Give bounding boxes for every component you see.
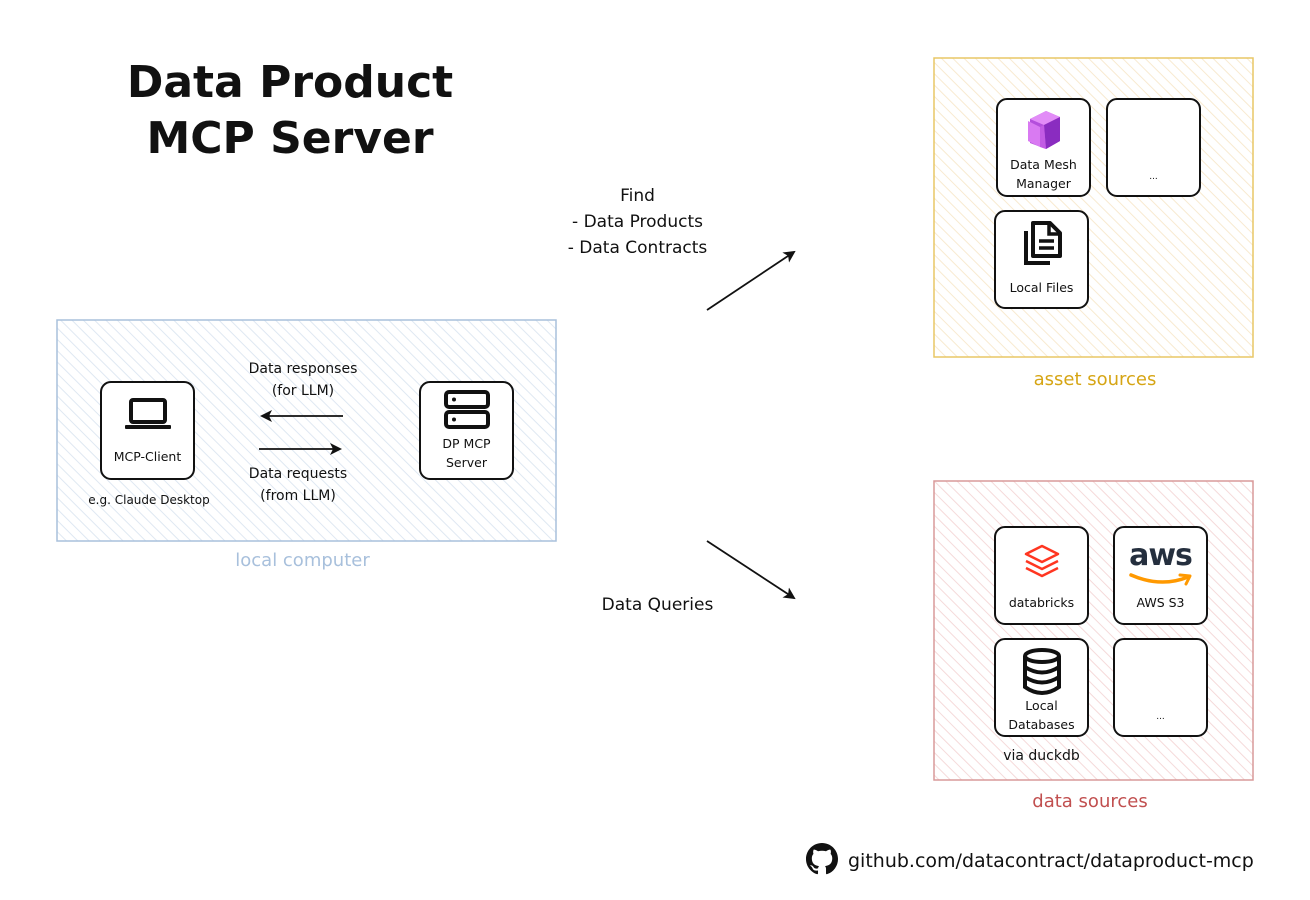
asset-card-more: ... xyxy=(1106,98,1201,197)
find-label-line-2: - Data Products xyxy=(572,212,703,232)
data-card-aws-s3: aws AWS S3 xyxy=(1113,526,1208,625)
data-mesh-manager-label: Data Mesh Manager xyxy=(998,155,1089,193)
asset-sources-caption: asset sources xyxy=(1033,369,1157,390)
data-card-local-databases: Local Databases xyxy=(994,638,1089,737)
data-mesh-manager-logo xyxy=(998,108,1089,154)
queries-label: Data Queries xyxy=(601,595,714,615)
aws-logo: aws xyxy=(1115,538,1206,588)
requests-label-line-2: (from LLM) xyxy=(260,488,336,504)
asset-sources-box xyxy=(933,57,1254,358)
local-databases-label: Local Databases xyxy=(996,696,1087,734)
laptop-icon xyxy=(102,389,193,439)
via-duckdb-note: via duckdb xyxy=(1003,748,1080,764)
dp-mcp-server-label-line-2: Server xyxy=(446,455,487,470)
file-copy-icon xyxy=(996,219,1087,269)
aws-s3-label: AWS S3 xyxy=(1136,595,1185,610)
asset-card-data-mesh-manager: Data Mesh Manager xyxy=(996,98,1091,197)
find-label: Find - Data Products - Data Contracts xyxy=(540,183,735,261)
mcp-client-note: e.g. Claude Desktop xyxy=(88,493,210,507)
data-mesh-manager-label-line-2: Manager xyxy=(1016,176,1071,191)
data-mesh-manager-label-line-1: Data Mesh xyxy=(1010,157,1077,172)
diagram-title: Data Product MCP Server xyxy=(120,55,460,167)
title-line-2: MCP Server xyxy=(146,113,434,164)
mcp-client-label: MCP-Client xyxy=(113,449,182,464)
asset-card-local-files: Local Files xyxy=(994,210,1089,309)
find-label-line-1: Find xyxy=(620,186,655,206)
data-card-databricks: databricks xyxy=(994,526,1089,625)
dp-mcp-server-label: DP MCP Server xyxy=(421,434,512,472)
databricks-label: databricks xyxy=(1008,595,1075,610)
local-databases-label-line-1: Local xyxy=(1025,698,1058,713)
local-databases-label-line-2: Databases xyxy=(1008,717,1075,732)
mcp-client-card: MCP-Client xyxy=(100,381,195,480)
data-sources-box xyxy=(933,480,1254,781)
find-arrow xyxy=(706,250,796,311)
dp-mcp-server-label-line-1: DP MCP xyxy=(442,436,491,451)
data-sources-caption: data sources xyxy=(1032,791,1148,812)
queries-arrow xyxy=(706,540,796,600)
responses-label-line-1: Data responses xyxy=(248,361,358,377)
local-files-label: Local Files xyxy=(1009,280,1074,295)
requests-label: Data requests (from LLM) xyxy=(223,463,373,507)
database-icon xyxy=(996,647,1087,697)
databricks-logo xyxy=(996,540,1087,584)
asset-more-label: ... xyxy=(1149,172,1158,182)
responses-label: Data responses (for LLM) xyxy=(228,358,378,402)
github-footer[interactable]: github.com/datacontract/dataproduct-mcp xyxy=(806,842,1254,880)
requests-label-line-1: Data requests xyxy=(248,466,348,482)
dp-mcp-server-card: DP MCP Server xyxy=(419,381,514,480)
find-label-line-3: - Data Contracts xyxy=(567,238,708,258)
github-icon xyxy=(806,842,838,880)
data-more-label: ... xyxy=(1156,712,1165,722)
responses-label-line-2: (for LLM) xyxy=(271,383,335,399)
server-icon xyxy=(421,388,512,432)
title-line-1: Data Product xyxy=(126,57,454,108)
local-computer-caption: local computer xyxy=(235,550,370,571)
data-card-more: ... xyxy=(1113,638,1208,737)
aws-logo-text: aws xyxy=(1129,538,1193,573)
github-url[interactable]: github.com/datacontract/dataproduct-mcp xyxy=(848,850,1254,872)
